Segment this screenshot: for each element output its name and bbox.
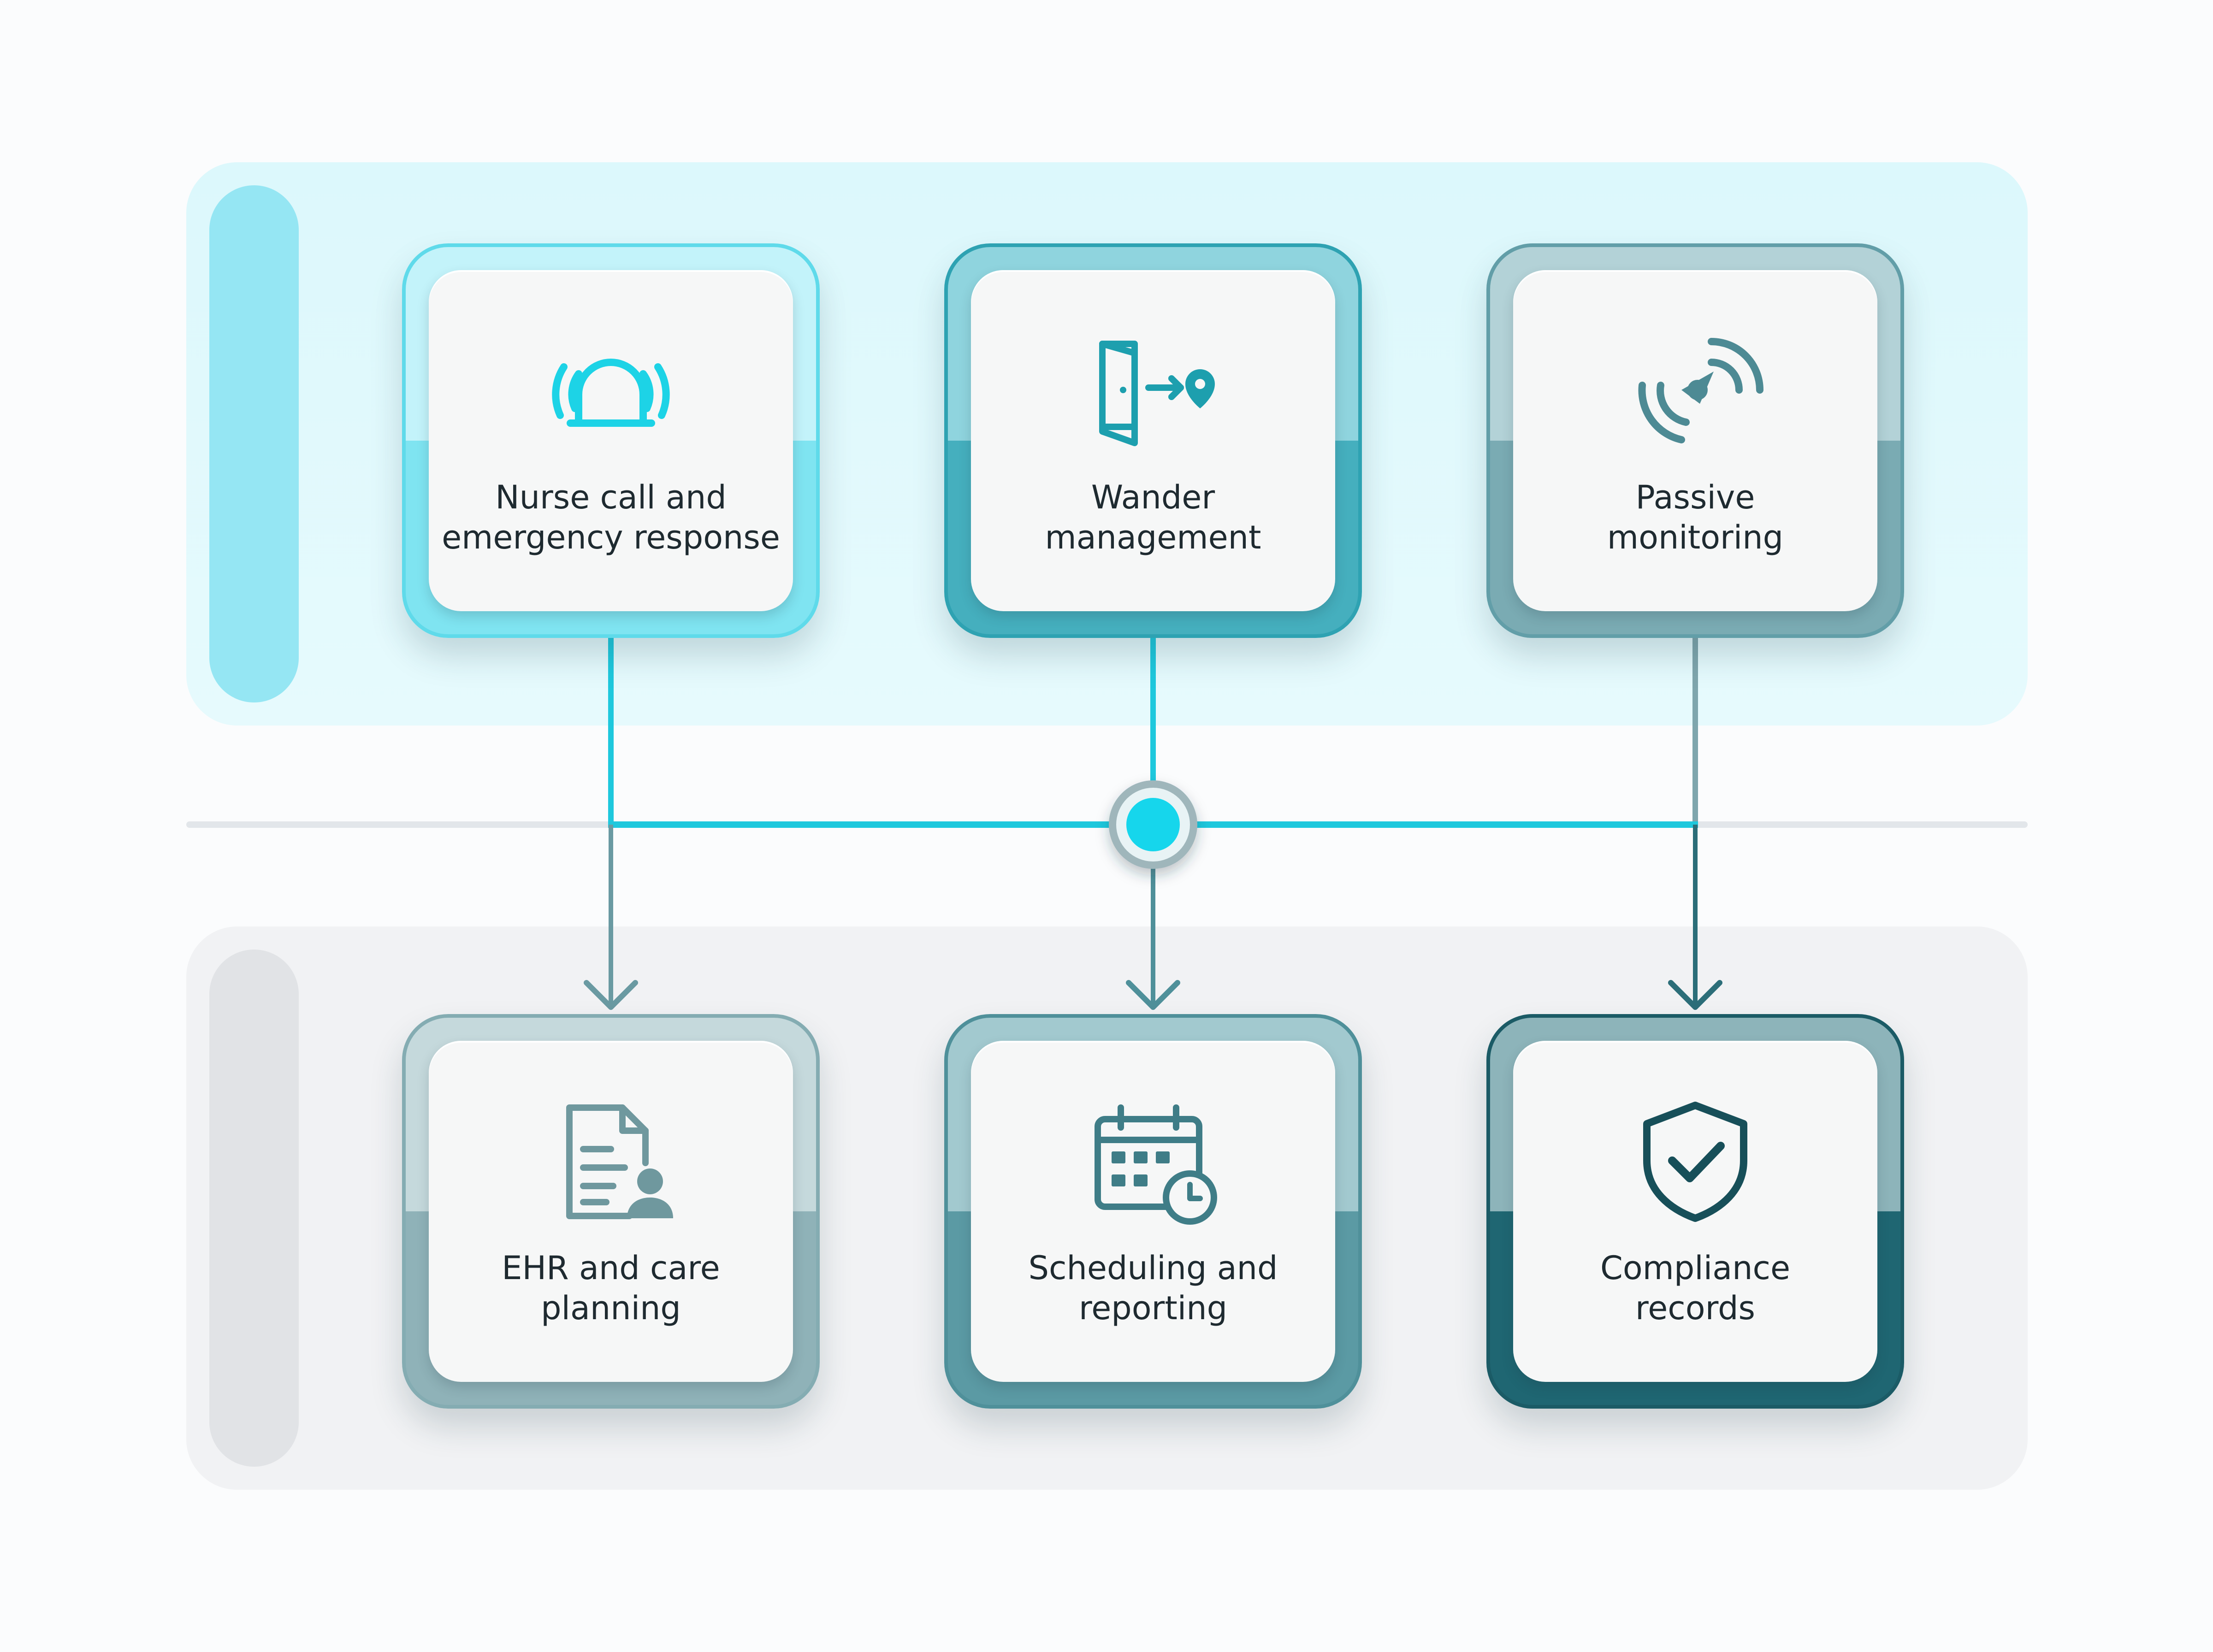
door-exit-location-icon — [1099, 341, 1215, 446]
card-compliance-records[interactable]: Compliance records — [1486, 1014, 1904, 1409]
integration-hub — [1109, 780, 1197, 869]
card-wander-management[interactable]: Wander management — [944, 243, 1362, 638]
shield-check-icon — [1643, 1102, 1747, 1222]
card-scheduling-reporting[interactable]: Scheduling and reporting — [944, 1014, 1362, 1409]
arrowhead-comp — [1668, 980, 1722, 1010]
card-label: Scheduling and reporting — [1028, 1249, 1278, 1327]
source-band-tab — [209, 185, 299, 702]
destination-band-tab — [209, 950, 299, 1467]
card-label: Compliance records — [1600, 1249, 1791, 1327]
card-face: Scheduling and reporting — [971, 1041, 1335, 1382]
card-label: Nurse call and emergency response — [442, 478, 780, 556]
card-label: Wander management — [1045, 478, 1261, 556]
card-face: Wander management — [971, 270, 1335, 611]
card-face: Compliance records — [1513, 1041, 1877, 1382]
card-face: Passive monitoring — [1513, 270, 1877, 611]
alarm-siren-icon — [552, 359, 670, 427]
card-ehr-care-planning[interactable]: EHR and care planning — [402, 1014, 820, 1409]
calendar-clock-icon — [1095, 1104, 1217, 1225]
card-face: Nurse call and emergency response — [429, 270, 793, 611]
card-label: EHR and care planning — [502, 1249, 720, 1327]
card-nurse-call[interactable]: Nurse call and emergency response — [402, 243, 820, 638]
card-passive-monitoring[interactable]: Passive monitoring — [1486, 243, 1904, 638]
arrowhead-ehr — [584, 980, 638, 1010]
card-face: EHR and care planning — [429, 1041, 793, 1382]
card-label: Passive monitoring — [1607, 478, 1784, 556]
document-user-icon — [566, 1104, 673, 1219]
arrowhead-sched — [1126, 980, 1180, 1010]
sensor-signal-icon — [1638, 338, 1763, 443]
